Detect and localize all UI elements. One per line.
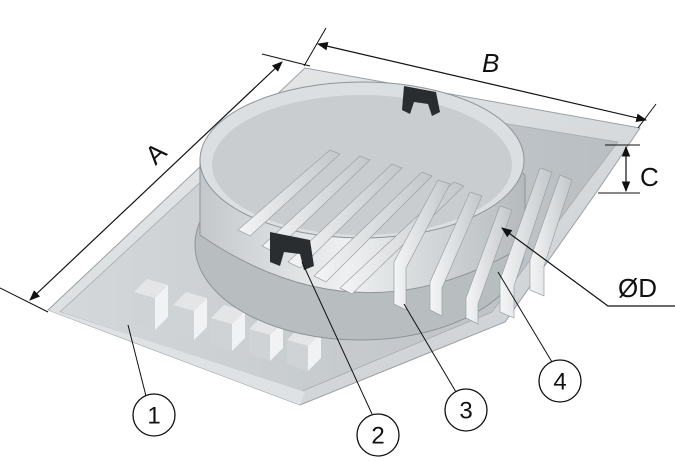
callout-3-label: 3 xyxy=(459,398,472,425)
callout-1: 1 xyxy=(127,324,176,437)
dimension-b-label: B xyxy=(482,48,499,78)
callout-2-label: 2 xyxy=(371,423,384,450)
dimension-b: B xyxy=(303,27,657,129)
callout-4: 4 xyxy=(497,271,582,403)
callout-2: 2 xyxy=(301,261,400,457)
side-fins xyxy=(499,167,573,319)
dimension-d-label: ØD xyxy=(618,273,657,303)
fin-block xyxy=(211,305,245,351)
callout-4-label: 4 xyxy=(553,369,566,396)
dimension-c-label: C xyxy=(640,162,659,192)
callout-3: 3 xyxy=(403,303,488,432)
dimension-c: C xyxy=(598,144,659,194)
dimension-d: ØD xyxy=(501,227,675,307)
callout-1-label: 1 xyxy=(147,403,160,430)
dimension-a-label: A xyxy=(139,136,173,170)
